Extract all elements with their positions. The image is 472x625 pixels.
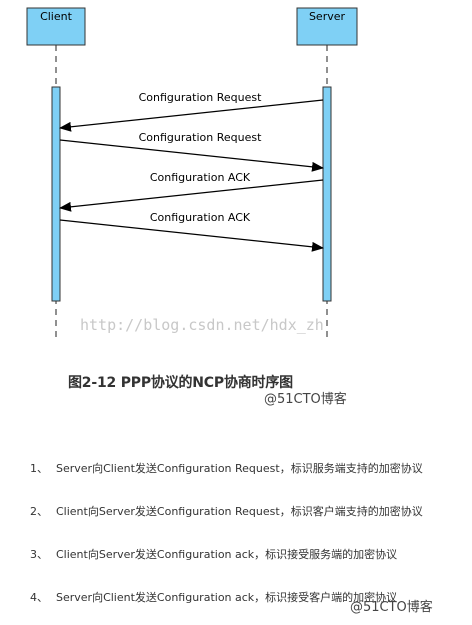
note-text: Server向Client发送Configuration Request，标识服… (56, 462, 423, 475)
note-item: 4、 Server向Client发送Configuration ack，标识接受客… (30, 589, 397, 605)
note-text: Server向Client发送Configuration ack，标识接受客户端… (56, 591, 398, 604)
note-number: 4、 (30, 591, 48, 604)
message-label: Configuration Request (139, 91, 262, 104)
actor-box-client (26, 7, 86, 46)
actor-box-server (296, 7, 358, 46)
note-text: Client向Server发送Configuration Request，标识客… (56, 505, 423, 518)
note-number: 2、 (30, 505, 48, 518)
site-stamp: @51CTO博客 (264, 392, 347, 407)
note-number: 1、 (30, 462, 48, 475)
activation-bar-server (322, 86, 332, 302)
message-arrow (59, 179, 324, 212)
actor-label-server: Server (309, 10, 346, 23)
figure-caption: 图2-12 PPP协议的NCP协商时序图 (68, 375, 293, 391)
note-text: Client向Server发送Configuration ack，标识接受服务端… (56, 548, 398, 561)
actor-label-client: Client (40, 10, 73, 23)
note-item: 3、 Client向Server发送Configuration ack，标识接受服… (30, 546, 397, 562)
message-arrow (59, 99, 324, 132)
message-label: Configuration ACK (150, 171, 251, 184)
note-item: 1、 Server向Client发送Configuration Request，标… (30, 460, 423, 476)
site-stamp: @51CTO博客 (350, 600, 433, 615)
note-item: 2、 Client向Server发送Configuration Request，标… (30, 503, 423, 519)
message-arrow (59, 219, 324, 252)
activation-bar-client (51, 86, 61, 302)
note-number: 3、 (30, 548, 48, 561)
message-label: Configuration Request (139, 131, 262, 144)
message-arrow (59, 139, 324, 172)
watermark: http://blog.csdn.net/hdx_zh (80, 316, 324, 334)
message-label: Configuration ACK (150, 211, 251, 224)
